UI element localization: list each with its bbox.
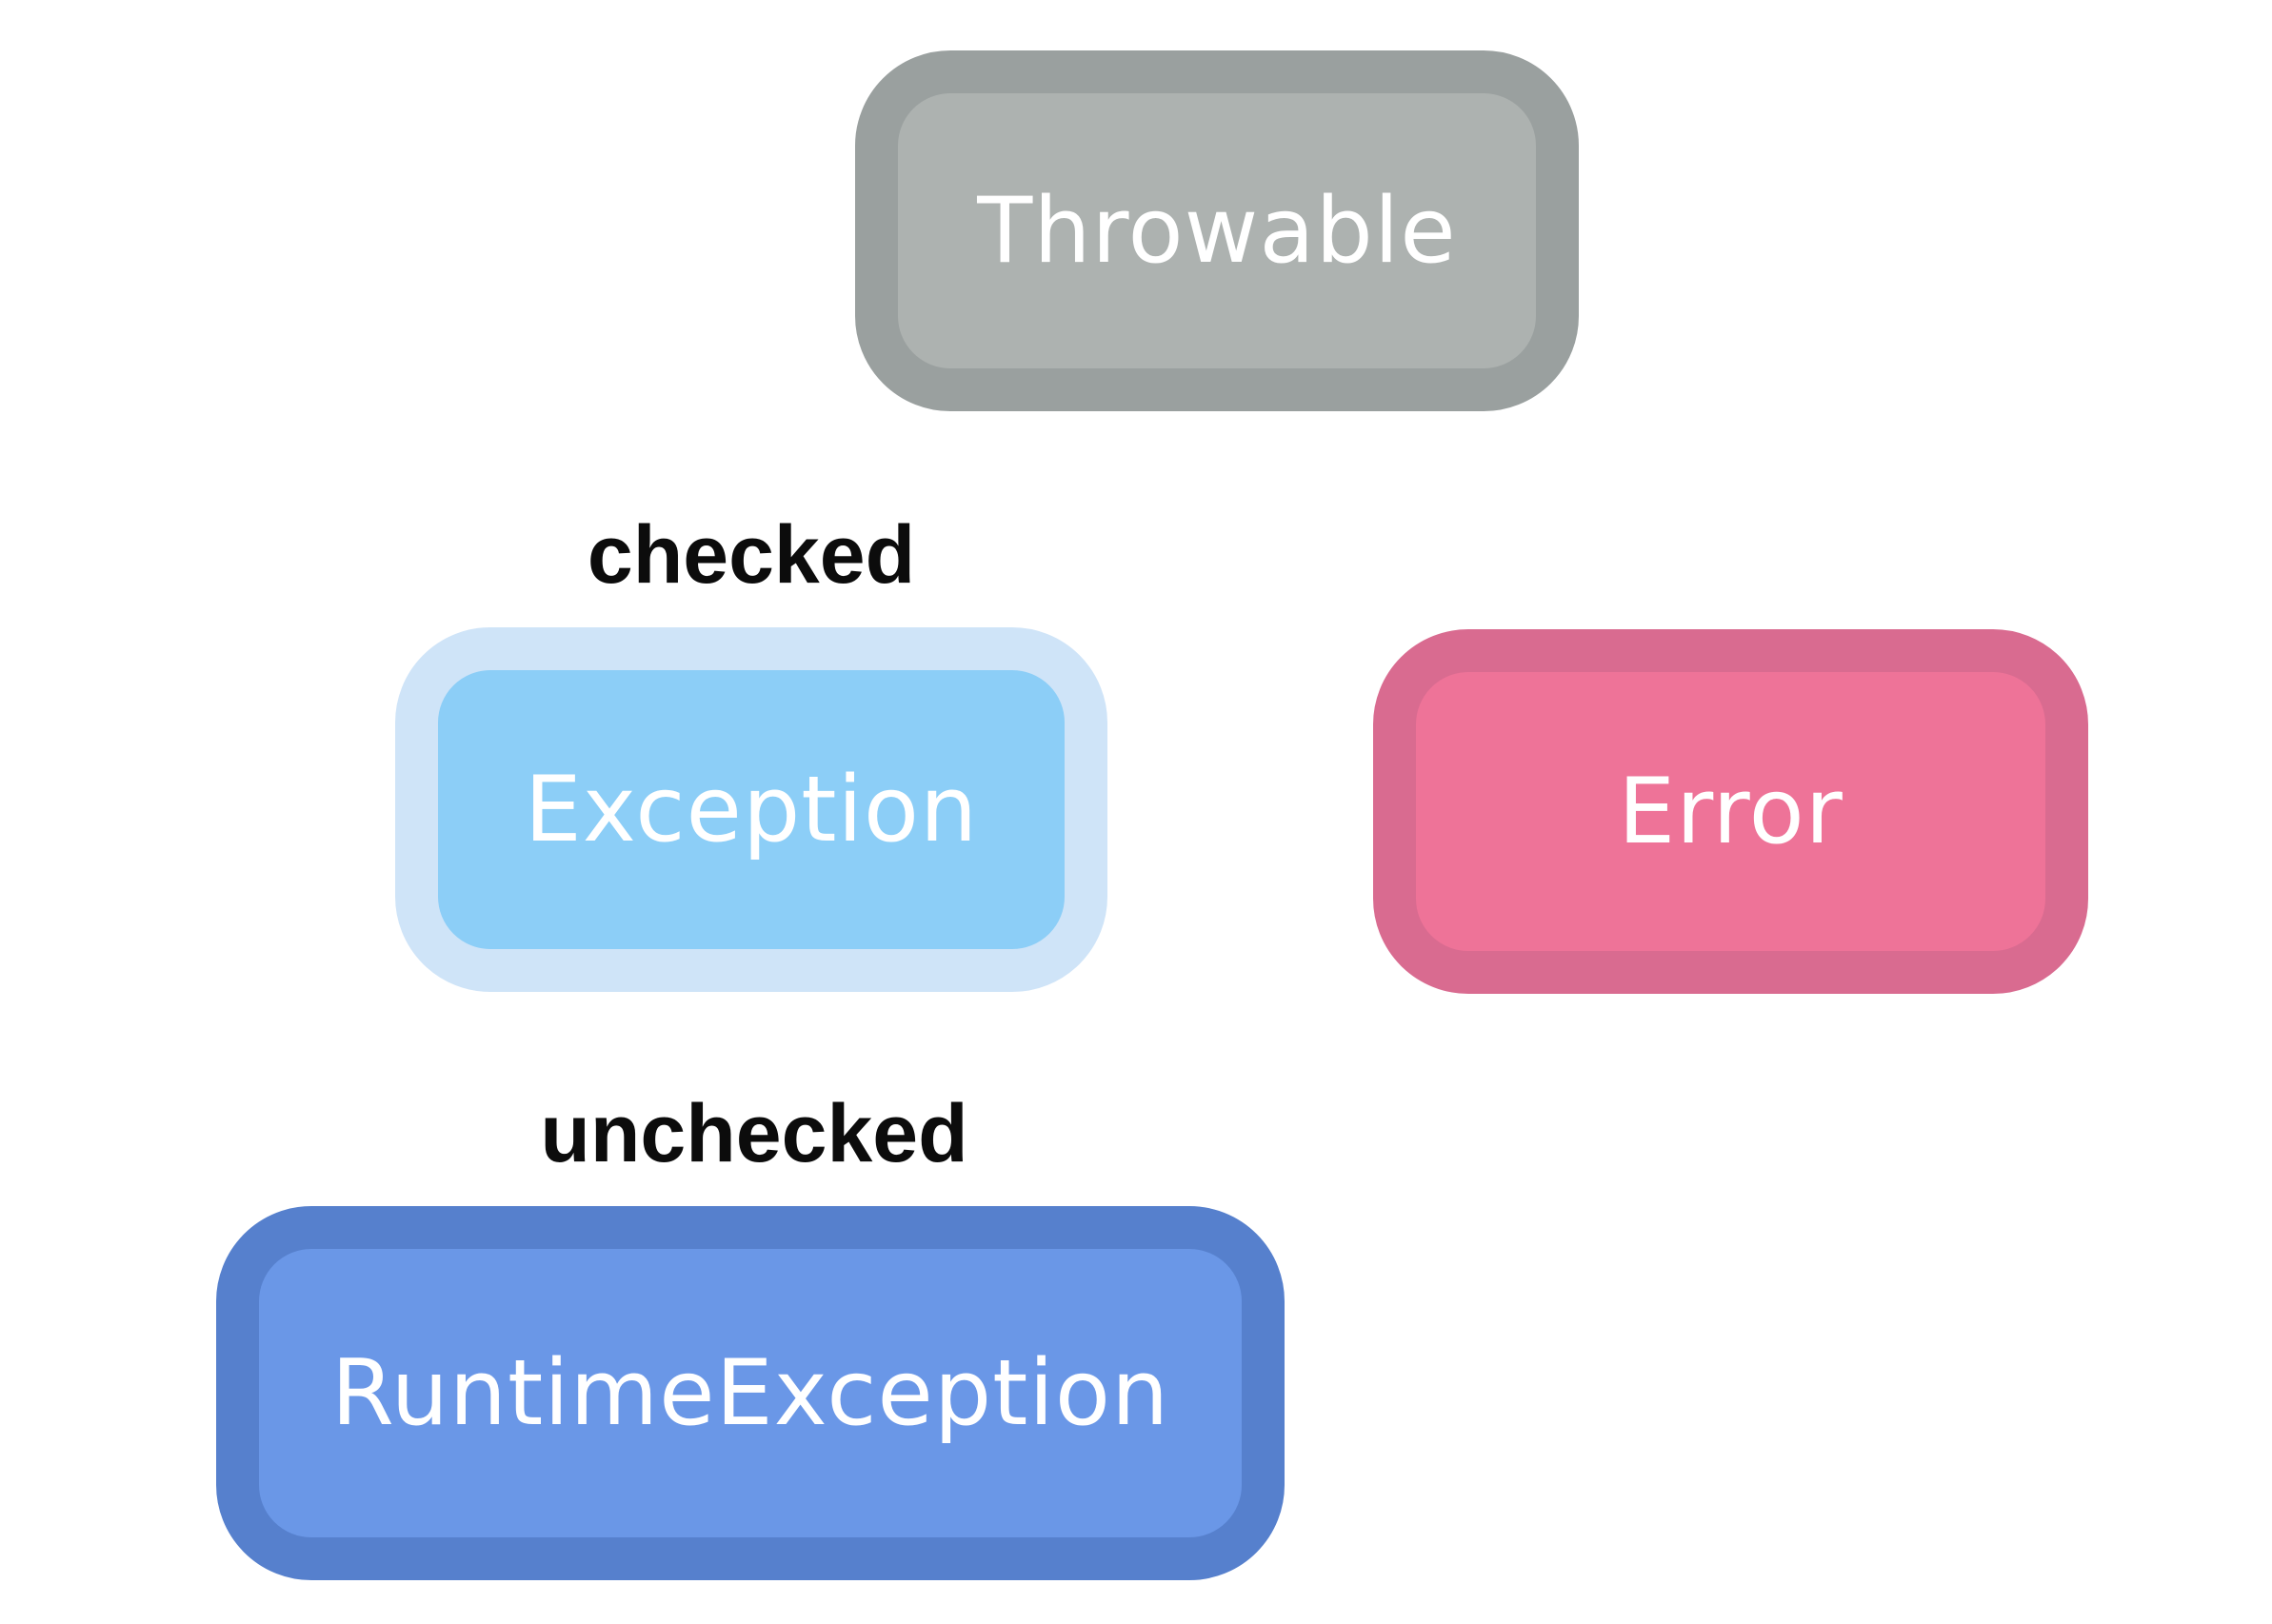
runtime-exception-node: RuntimeException <box>216 1206 1285 1580</box>
exception-label: Exception <box>524 757 979 862</box>
runtime-exception-label: RuntimeException <box>330 1340 1170 1446</box>
unchecked-annotation: unchecked <box>540 1088 968 1179</box>
exception-node: Exception <box>395 627 1107 992</box>
throwable-node: Throwable <box>855 50 1579 411</box>
throwable-label: Throwable <box>977 178 1457 284</box>
error-label: Error <box>1618 759 1844 864</box>
checked-annotation: checked <box>587 509 916 601</box>
error-node: Error <box>1373 629 2088 994</box>
